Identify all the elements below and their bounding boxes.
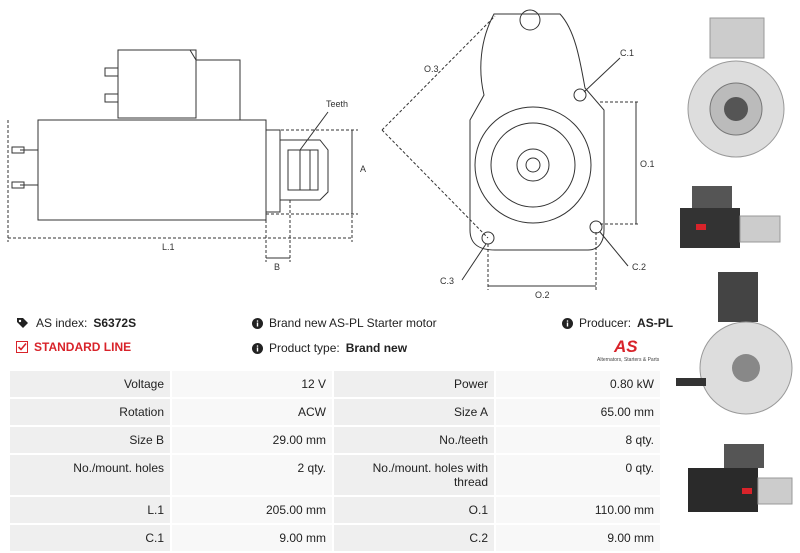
spec-label: C.1 (10, 525, 170, 551)
label-o3: O.3 (424, 64, 439, 74)
producer-row: Producer: AS-PL (562, 316, 673, 330)
spec-value: 9.00 mm (496, 525, 660, 551)
spec-label: Voltage (10, 371, 170, 397)
producer-value: AS-PL (637, 316, 674, 330)
standard-line-row: STANDARD LINE (16, 340, 131, 354)
label-c2: C.2 (632, 262, 646, 272)
checkbox-icon (16, 341, 28, 353)
standard-line-label: STANDARD LINE (34, 340, 132, 354)
label-c1: C.1 (620, 48, 634, 58)
product-photos (668, 0, 800, 533)
spec-label: Power (334, 371, 494, 397)
brand-row: Brand new AS-PL Starter motor (252, 316, 437, 330)
spec-label: O.1 (334, 497, 494, 523)
product-type-label: Product type: (269, 341, 340, 355)
as-index-label: AS index: (36, 316, 88, 330)
info-icon (252, 317, 263, 329)
technical-drawing: Teeth A B L.1 O.3 C.1 O.1 C.3 C.2 O.2 (7, 9, 655, 300)
as-index-value: S6372S (93, 316, 137, 330)
spec-value: 29.00 mm (172, 427, 332, 453)
spec-value: 9.00 mm (172, 525, 332, 551)
product-photo-side[interactable] (668, 178, 800, 260)
svg-text:AS: AS (613, 337, 638, 356)
label-teeth: Teeth (326, 99, 348, 109)
producer-label: Producer: (579, 316, 632, 330)
motor-body-outline (37, 119, 267, 221)
spec-value: 0.80 kW (496, 371, 660, 397)
as-pl-logo: AS Alternators, Starters & Parts (597, 337, 660, 363)
spec-label: Size B (10, 427, 170, 453)
label-o2: O.2 (535, 290, 550, 300)
spec-label: No./teeth (334, 427, 494, 453)
front-view-outline (469, 13, 605, 251)
spec-value: 205.00 mm (172, 497, 332, 523)
label-l1: L.1 (162, 242, 175, 252)
info-icon (562, 317, 573, 329)
info-icon (252, 342, 263, 354)
spec-value: 65.00 mm (496, 399, 660, 425)
spec-value: 0 qty. (496, 455, 660, 495)
label-b: B (274, 262, 280, 272)
spec-value: 110.00 mm (496, 497, 660, 523)
spec-label: Size A (334, 399, 494, 425)
label-a: A (360, 164, 366, 174)
product-type-value: Brand new (345, 341, 408, 355)
label-o1: O.1 (640, 159, 655, 169)
spec-value: 2 qty. (172, 455, 332, 495)
label-c3: C.3 (440, 276, 454, 286)
spec-label: No./mount. holes (10, 455, 170, 495)
product-photo-rear[interactable] (668, 268, 800, 430)
spec-label: C.2 (334, 525, 494, 551)
brand-text: Brand new AS-PL Starter motor (269, 316, 437, 330)
spec-label: Rotation (10, 399, 170, 425)
svg-text:Alternators, Starters & Parts: Alternators, Starters & Parts (597, 357, 660, 363)
product-photo-angle[interactable] (668, 438, 800, 530)
product-photo-front[interactable] (668, 4, 800, 170)
as-index-row: AS index: S6372S (16, 316, 136, 330)
spec-label: L.1 (10, 497, 170, 523)
spec-label: No./mount. holes with thread (334, 455, 494, 495)
product-type-row: Product type: Brand new (252, 341, 407, 355)
spec-value: 8 qty. (496, 427, 660, 453)
spec-value: ACW (172, 399, 332, 425)
tags-icon (16, 317, 30, 329)
spec-value: 12 V (172, 371, 332, 397)
